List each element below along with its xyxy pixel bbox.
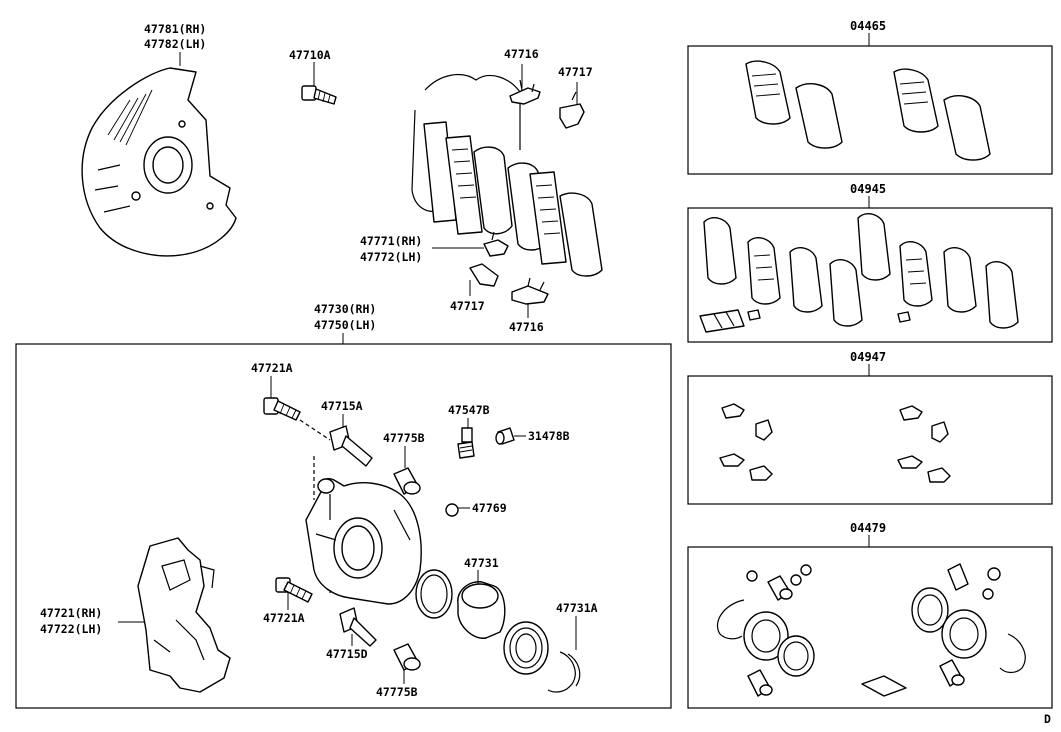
- kit-04479-seals: [716, 563, 1026, 697]
- seal-ring: [415, 569, 453, 619]
- piston-boot: [503, 621, 549, 675]
- label-47721a-bottom: 47721A: [263, 611, 305, 625]
- plug-47769: [445, 503, 459, 517]
- label-47772: 47772(LH): [360, 250, 422, 264]
- label-47717-top: 47717: [558, 65, 593, 79]
- pad-set-part: [411, 73, 603, 277]
- clip-47771-47772: [483, 231, 509, 257]
- clip-47716-top: [509, 79, 541, 105]
- mounting-bracket-47721: [137, 537, 231, 693]
- label-47717-bottom: 47717: [450, 299, 485, 313]
- boot-47775b-bottom: [393, 643, 421, 671]
- bolt-47721a-bottom: [275, 577, 313, 603]
- bleeder-47547b: [457, 427, 475, 459]
- kit-04465-pads: [745, 60, 991, 161]
- label-47771: 47771(RH): [360, 234, 422, 248]
- boot-47775b-top: [393, 467, 421, 495]
- caliper-body: [305, 478, 422, 605]
- label-47716-top: 47716: [504, 47, 539, 61]
- label-47721: 47721(RH): [40, 606, 102, 620]
- label-47775b-bottom: 47775B: [376, 685, 418, 699]
- kit-label-04479: 04479: [850, 521, 886, 535]
- label-47547b: 47547B: [448, 403, 490, 417]
- set-ring-47731a: [547, 651, 581, 693]
- label-47781: 47781(RH): [144, 22, 206, 36]
- kit-04945-shims: [699, 213, 1019, 333]
- label-47782: 47782(LH): [144, 37, 206, 51]
- clip-47717-top: [559, 91, 585, 129]
- guide-pin-47715a: [329, 425, 373, 467]
- kit-box-04947: [687, 375, 1053, 505]
- label-47715d: 47715D: [326, 647, 368, 661]
- label-47722: 47722(LH): [40, 622, 102, 636]
- label-47716-bottom: 47716: [509, 320, 544, 334]
- guide-pin-47715d: [339, 607, 377, 647]
- bolt-47710a: [301, 85, 337, 105]
- label-47731: 47731: [464, 556, 499, 570]
- label-47769: 47769: [472, 501, 507, 515]
- label-47710a: 47710A: [289, 48, 331, 62]
- kit-label-04947: 04947: [850, 350, 886, 364]
- kit-label-04465: 04465: [850, 19, 886, 33]
- label-47731a: 47731A: [556, 601, 598, 615]
- dust-shield-part: [81, 67, 237, 257]
- label-47750: 47750(LH): [314, 318, 376, 332]
- kit-box-04945: [687, 207, 1053, 343]
- label-47721a-top: 47721A: [251, 361, 293, 375]
- kit-box-04479: [687, 546, 1053, 709]
- kit-box-04465: [687, 45, 1053, 175]
- label-47775b-top: 47775B: [383, 431, 425, 445]
- kit-04947-clips: [719, 403, 951, 483]
- label-47715a: 47715A: [321, 399, 363, 413]
- bolt-47721a-top: [263, 397, 301, 421]
- label-47730: 47730(RH): [314, 302, 376, 316]
- clip-47717-bottom: [469, 263, 499, 287]
- clip-47716-bottom: [511, 277, 549, 305]
- corner-mark: D: [1044, 712, 1051, 726]
- cap-31478b: [495, 427, 515, 445]
- piston-47731: [457, 581, 506, 639]
- kit-label-04945: 04945: [850, 182, 886, 196]
- label-31478b: 31478B: [528, 429, 570, 443]
